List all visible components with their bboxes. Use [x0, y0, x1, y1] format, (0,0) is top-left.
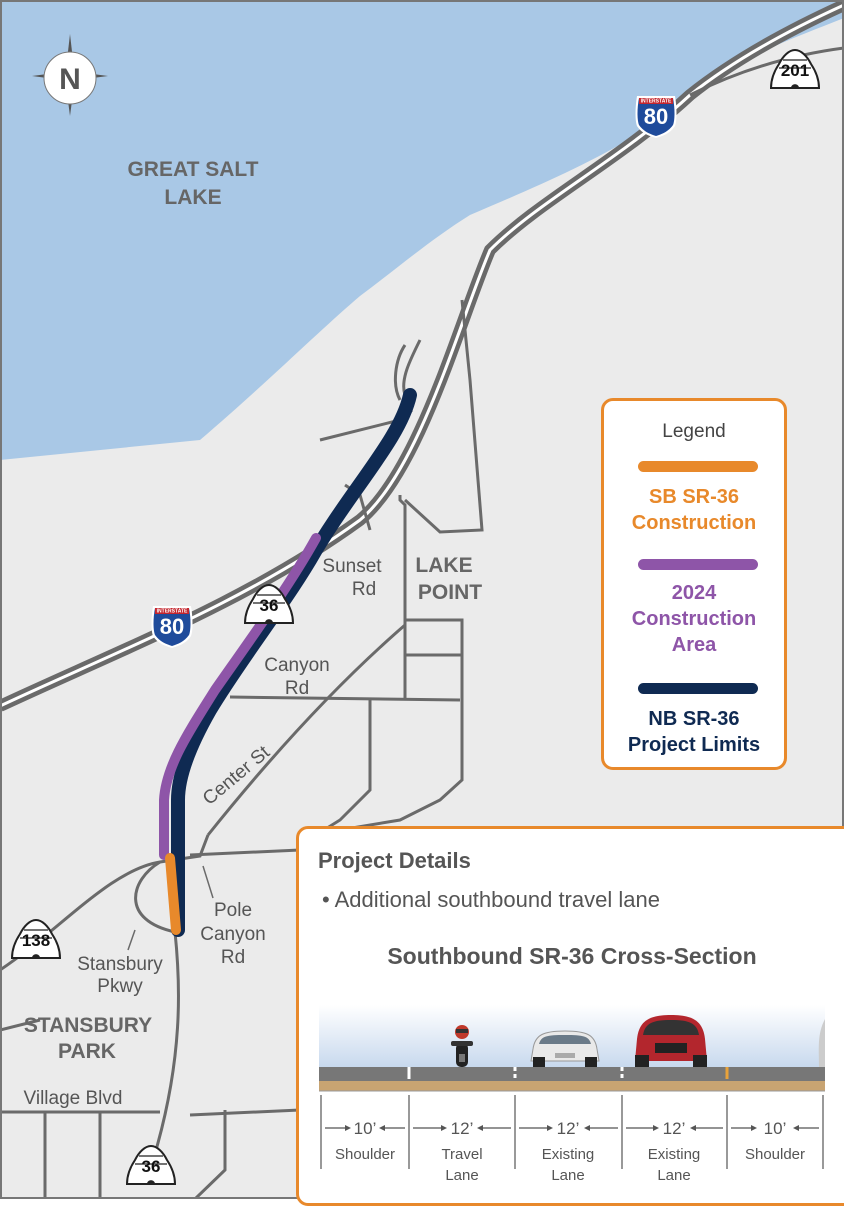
- project-details-title: Project Details: [318, 848, 471, 873]
- road-base: [319, 1081, 825, 1091]
- legend-label-line: Construction: [631, 512, 757, 534]
- red-suv-icon: [635, 1015, 707, 1067]
- legend-label-line: Project Limits: [627, 734, 761, 756]
- i80-shield-top: INTERSTATE: [641, 99, 672, 105]
- legend-swatch-sb-construction: [638, 461, 758, 472]
- lane-dimension: 12’ Existing Lane: [626, 1119, 723, 1184]
- legend-label-line: NB SR-36: [648, 708, 740, 730]
- lane-name-line1: Existing: [542, 1146, 595, 1163]
- i80-shield-number: 80: [644, 104, 668, 129]
- road-surface: [319, 1067, 825, 1081]
- town-label-lake-point-2: POINT: [418, 581, 482, 604]
- road-label-sunset-1: Sunset: [322, 556, 382, 577]
- lane-width-label: 12’: [557, 1119, 580, 1138]
- sr36-number: 36: [142, 1157, 161, 1176]
- lane-name-line1: Shoulder: [335, 1146, 395, 1163]
- project-details-panel: Project Details • Additional southbound …: [296, 826, 844, 1206]
- road-label-stansbury-1: Stansbury: [77, 954, 163, 975]
- road-label-sunset-2: Rd: [352, 579, 376, 600]
- construction-area-2024: [159, 533, 321, 860]
- i80-shield-top: INTERSTATE: [157, 609, 188, 615]
- sr138-shield-icon: 138: [10, 918, 62, 959]
- legend-label-sb-construction: SB SR-36 Construction: [604, 484, 784, 536]
- legend-label-line: SB SR-36: [648, 486, 740, 508]
- lake-label-1: GREAT SALT: [127, 158, 258, 181]
- lane-name-line2: Lane: [657, 1167, 690, 1184]
- lake-label-2: LAKE: [164, 186, 221, 209]
- sr201-number: 201: [781, 61, 809, 80]
- lane-name-line1: Travel: [441, 1146, 482, 1163]
- town-label-lake-point-1: LAKE: [415, 554, 472, 577]
- cross-section-title: Southbound SR-36 Cross-Section: [387, 943, 757, 969]
- north-arrow-icon: N: [32, 34, 108, 116]
- legend-swatch-2024-construction: [638, 559, 758, 570]
- legend-label-nb-project: NB SR-36 Project Limits: [604, 706, 784, 758]
- lane-name-line1: Shoulder: [745, 1146, 805, 1163]
- lane-name-line2: Lane: [445, 1167, 478, 1184]
- sr36-number: 36: [260, 596, 279, 615]
- road-label-pole-1: Pole: [214, 900, 252, 921]
- cross-section-diagram: 10’ Shoulder 12’ Travel Lane 12’ Existin…: [319, 1005, 825, 1184]
- interstate-80: [0, 0, 844, 712]
- lane-dimension: 10’ Shoulder: [325, 1119, 405, 1163]
- legend-panel: Legend SB SR-36 Construction 2024 Constr…: [601, 398, 787, 770]
- legend-title: Legend: [662, 421, 726, 442]
- lane-name-line2: Lane: [551, 1167, 584, 1184]
- lane-dimension: 10’ Shoulder: [731, 1119, 819, 1163]
- sb-sr36-construction: [165, 853, 181, 935]
- road-label-pole-2: Canyon: [200, 924, 266, 945]
- legend-label-2024-construction: 2024 Construction Area: [604, 580, 784, 658]
- town-label-stansbury-2: PARK: [58, 1040, 116, 1063]
- i80-shield-icon: INTERSTATE 80: [151, 606, 193, 648]
- sr36-shield-icon: 36: [125, 1144, 177, 1185]
- sr201-shield-icon: 201: [769, 48, 821, 89]
- motorcycle-icon: [451, 1025, 473, 1067]
- town-label-stansbury-1: STANSBURY: [24, 1014, 152, 1037]
- sr36-shield-icon: 36: [243, 583, 295, 624]
- dimension-ticks: [320, 1095, 824, 1169]
- pole-canyon-leader: [202, 865, 214, 899]
- lane-width-label: 12’: [663, 1119, 686, 1138]
- compass-letter: N: [59, 63, 81, 96]
- legend-label-line: Construction: [631, 608, 757, 630]
- project-details-bullet: • Additional southbound travel lane: [322, 887, 660, 912]
- lane-width-label: 12’: [451, 1119, 474, 1138]
- lane-dimension: 12’ Existing Lane: [519, 1119, 618, 1184]
- i80-shield-icon: INTERSTATE 80: [635, 96, 677, 138]
- legend-label-line: 2024: [671, 582, 717, 604]
- road-label-canyon-2: Rd: [285, 678, 309, 699]
- road-label-stansbury-2: Pkwy: [97, 976, 143, 997]
- road-label-village: Village Blvd: [24, 1088, 123, 1109]
- lane-width-label: 10’: [354, 1119, 377, 1138]
- white-car-icon: [530, 1030, 600, 1067]
- road-label-canyon-1: Canyon: [264, 655, 330, 676]
- legend-swatch-nb-project: [638, 683, 758, 694]
- i80-shield-number: 80: [160, 614, 184, 639]
- lane-width-label: 10’: [764, 1119, 787, 1138]
- stansbury-leader: [127, 929, 136, 951]
- great-salt-lake: [0, 0, 844, 460]
- legend-label-line: Area: [671, 634, 717, 656]
- barrier-edge: [818, 1019, 825, 1067]
- lane-name-line1: Existing: [648, 1146, 701, 1163]
- sr138-number: 138: [22, 931, 50, 950]
- road-label-pole-3: Rd: [221, 947, 245, 968]
- lane-dimension: 12’ Travel Lane: [413, 1119, 511, 1184]
